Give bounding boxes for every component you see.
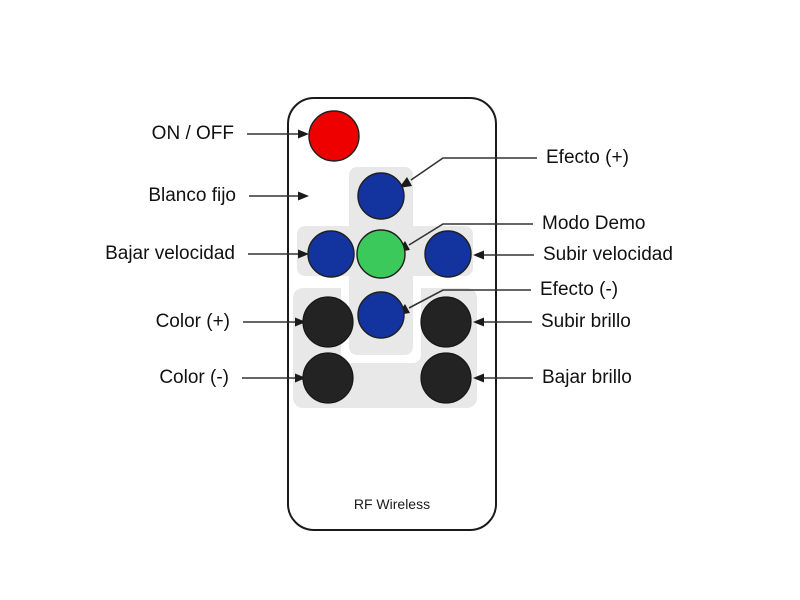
button-speed-up[interactable]: [424, 230, 472, 278]
label-color-menos: Color (-): [159, 367, 229, 388]
button-color-down[interactable]: [302, 352, 354, 404]
leader-color-menos: [242, 373, 306, 383]
leader-blanco-fijo: [249, 191, 309, 201]
leader-bajar-brillo: [473, 373, 533, 383]
button-brightness-up[interactable]: [420, 296, 472, 348]
leader-on-off: [247, 129, 309, 139]
button-effect-up[interactable]: [357, 172, 405, 220]
label-subir-velocidad: Subir velocidad: [543, 244, 673, 265]
button-speed-down[interactable]: [307, 230, 355, 278]
label-bajar-velocidad: Bajar velocidad: [105, 243, 235, 264]
brand-label: RF Wireless: [353, 496, 431, 512]
leader-subir-brillo: [473, 317, 532, 327]
button-demo-mode[interactable]: [356, 229, 406, 279]
label-bajar-brillo: Bajar brillo: [542, 367, 632, 388]
label-subir-brillo: Subir brillo: [541, 311, 631, 332]
button-color-up[interactable]: [302, 296, 354, 348]
label-modo-demo: Modo Demo: [542, 213, 646, 234]
button-power[interactable]: [308, 110, 360, 162]
label-blanco-fijo: Blanco fijo: [148, 185, 236, 206]
label-efecto-mas: Efecto (+): [546, 147, 629, 168]
leader-subir-velocidad: [473, 250, 534, 260]
label-color-mas: Color (+): [155, 311, 230, 332]
label-efecto-menos: Efecto (-): [540, 279, 619, 300]
leader-color-mas: [243, 317, 306, 327]
leader-bajar-velocidad: [248, 249, 309, 259]
leader-efecto-mas: [399, 157, 537, 188]
button-brightness-down[interactable]: [420, 352, 472, 404]
label-on-off: ON / OFF: [151, 123, 234, 144]
button-effect-down[interactable]: [357, 291, 405, 339]
